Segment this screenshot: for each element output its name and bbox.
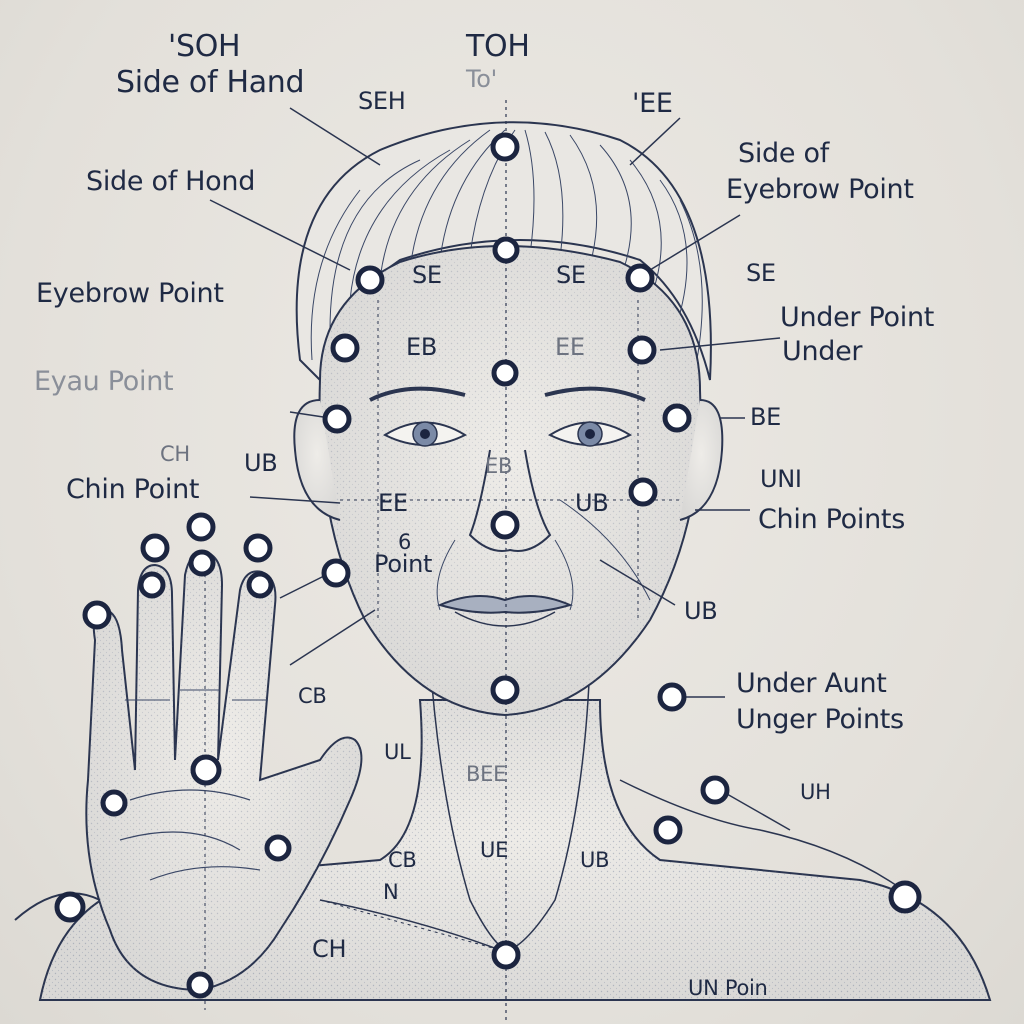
label-ub-cheek: UB xyxy=(575,489,609,517)
point-under-right xyxy=(627,335,657,365)
point-jaw-left xyxy=(321,558,351,588)
label-bee: BEE xyxy=(466,762,507,786)
label-un: UNI xyxy=(760,465,802,493)
label-ee-cheek: EE xyxy=(378,489,408,517)
point-temple-left xyxy=(322,404,352,434)
label-under: Under xyxy=(782,336,863,367)
face xyxy=(293,245,724,717)
point-nose xyxy=(490,510,520,540)
point-shoulder-right xyxy=(888,880,922,914)
label-under-point: Under Point xyxy=(780,302,935,333)
point-side-eye-left xyxy=(355,265,385,295)
point-neck-right xyxy=(657,682,687,712)
point-top-of-head xyxy=(490,132,520,162)
label-se-left: SE xyxy=(412,261,442,289)
label-ch-small: CH xyxy=(160,442,190,466)
point-temple-right xyxy=(662,403,692,433)
label-se-right: SE xyxy=(746,259,776,287)
point-chest-right xyxy=(653,815,683,845)
leader-lines xyxy=(209,107,791,831)
label-ub-low: UB xyxy=(580,848,610,872)
point-under-left xyxy=(330,333,360,363)
label-un-point: UN Poin xyxy=(688,976,768,1000)
label-ee-top: 'EE xyxy=(632,88,673,119)
label-ue: UE xyxy=(480,838,509,862)
point-third-eye xyxy=(491,359,519,387)
label-side-of-eyebrow-line2: Eyebrow Point xyxy=(726,174,914,205)
label-ub-jaw: UB xyxy=(684,597,718,625)
label-point: Point xyxy=(374,550,433,578)
point-fingertip-ring xyxy=(243,533,273,563)
tapping-points xyxy=(54,132,922,999)
point-cheek-right xyxy=(628,477,658,507)
point-finger-ring-2 xyxy=(246,571,274,599)
point-palm xyxy=(190,754,222,786)
label-uh: UH xyxy=(800,780,831,804)
label-se-mid: SE xyxy=(556,261,586,289)
label-to: To' xyxy=(466,65,497,93)
point-pinky xyxy=(82,600,112,630)
label-chin-points: Chin Points xyxy=(758,504,905,535)
label-ee-mid: EE xyxy=(555,333,585,361)
label-six: 6 xyxy=(398,530,412,554)
label-ub-left: UB xyxy=(244,449,278,477)
label-soh: 'SOH xyxy=(168,29,241,64)
point-finger-index-2 xyxy=(138,571,166,599)
label-ul: UL xyxy=(384,740,411,764)
label-eyau-point: Eyau Point xyxy=(34,366,174,397)
point-fingertip-index xyxy=(140,533,170,563)
point-fingertip-middle xyxy=(186,512,216,542)
label-seh: SEH xyxy=(358,87,406,115)
label-eyebrow-point: Eyebrow Point xyxy=(36,278,224,309)
label-cb-low: CB xyxy=(388,848,417,872)
point-wrist-low xyxy=(186,971,214,999)
point-thumb-base xyxy=(264,834,292,862)
label-side-of-eyebrow-line1: Side of xyxy=(738,138,829,169)
label-cb: CB xyxy=(298,684,327,708)
point-side-eye-right xyxy=(625,263,655,293)
label-toh: TOH xyxy=(466,29,530,64)
point-chin xyxy=(490,675,520,705)
label-be: BE xyxy=(750,403,782,431)
label-n: N xyxy=(383,880,399,904)
label-under-aunt: Under Aunt xyxy=(736,668,887,699)
point-finger-middle-2 xyxy=(188,549,216,577)
label-side-of-hond: Side of Hond xyxy=(86,166,256,197)
label-eb-left: EB xyxy=(406,333,438,361)
point-sternum xyxy=(491,940,521,970)
label-eb-center: EB xyxy=(485,454,513,478)
label-ch-big: CH xyxy=(312,935,347,963)
point-forehead xyxy=(492,236,520,264)
label-side-of-hand: Side of Hand xyxy=(116,65,305,100)
label-unger-points: Unger Points xyxy=(736,704,904,735)
hand xyxy=(14,550,363,992)
point-collar-right xyxy=(700,775,730,805)
label-chin-point: Chin Point xyxy=(66,474,200,505)
point-wrist-left xyxy=(54,891,86,923)
point-karate-chop xyxy=(100,789,128,817)
